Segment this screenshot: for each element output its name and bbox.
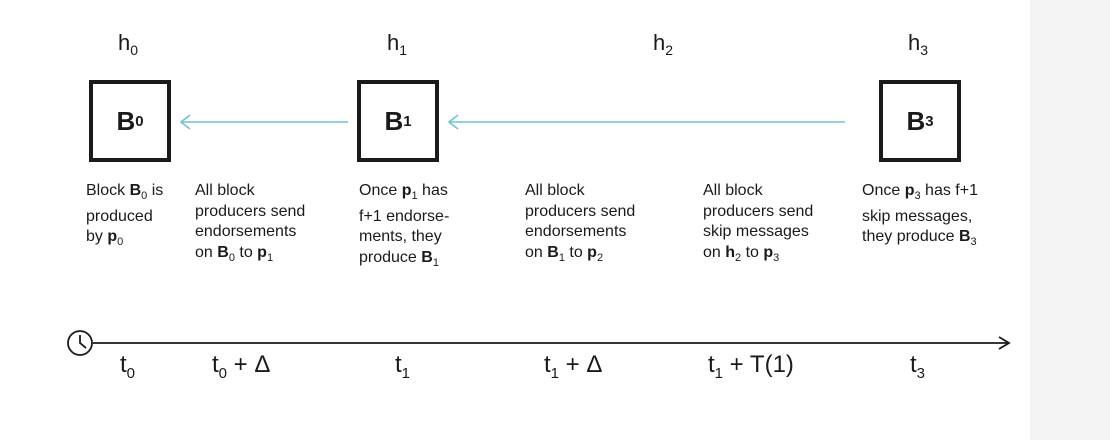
time-label-t1: t1 <box>395 351 411 382</box>
description-line: endorsements <box>525 223 627 240</box>
description-block-b0: Block B0 is produced by p0 <box>86 181 163 253</box>
description-line: by p0 <box>86 228 124 248</box>
time-label-t1-timeout: t1 + T(1) <box>708 351 794 382</box>
height-label-h0: h0 <box>118 30 139 58</box>
description-line: f+1 endorse- <box>359 207 450 225</box>
description-endorse-b1: All block producers send endorsements on B1… <box>525 181 635 268</box>
clock-icon <box>67 330 93 356</box>
description-line: producers send <box>703 202 814 220</box>
description-line: Once p1 has <box>359 182 448 202</box>
description-line: on B0 to p1 <box>195 243 274 264</box>
description-line: produce B1 <box>359 248 439 269</box>
description-line: All block <box>703 182 763 199</box>
description-line: they produce B3 <box>862 228 977 248</box>
description-line: producers send <box>525 202 636 220</box>
time-label-t0: t0 <box>120 351 136 382</box>
description-line: Once p3 has f+1 <box>862 182 978 202</box>
description-produce-b3: Once p3 has f+1 skip messages, they produc… <box>862 181 978 253</box>
timeline-axis <box>93 336 1011 350</box>
height-label-h1: h1 <box>387 30 408 58</box>
description-line: All block <box>195 182 255 199</box>
height-label-h2: h2 <box>653 30 674 58</box>
arrow-b1-to-b0 <box>179 114 348 130</box>
arrow-b3-to-b1 <box>447 114 845 130</box>
description-line: on B1 to p2 <box>525 243 604 264</box>
time-label-t1-delta: t1 + Δ <box>544 351 603 382</box>
description-line: All block <box>525 182 585 199</box>
description-line: skip messages <box>703 223 809 240</box>
description-line: endorsements <box>195 223 297 240</box>
description-line: on h2 to p3 <box>703 243 780 264</box>
height-label-h3: h3 <box>908 30 929 58</box>
description-line: Block B0 is <box>86 182 164 202</box>
diagram-lines <box>67 114 1011 356</box>
time-label-t0-delta: t0 + Δ <box>212 351 271 382</box>
description-line: producers send <box>195 202 306 220</box>
description-line: produced <box>86 207 153 225</box>
description-line: skip messages, <box>862 207 973 225</box>
description-skip-messages: All block producers send skip messages on h… <box>703 181 813 268</box>
description-endorse-b0: All block producers send endorsements on B0… <box>195 181 305 268</box>
description-produce-b1: Once p1 has f+1 endorse-ments, they produc… <box>359 181 449 273</box>
description-line: ments, they <box>359 228 442 245</box>
time-label-t3: t3 <box>910 351 926 382</box>
